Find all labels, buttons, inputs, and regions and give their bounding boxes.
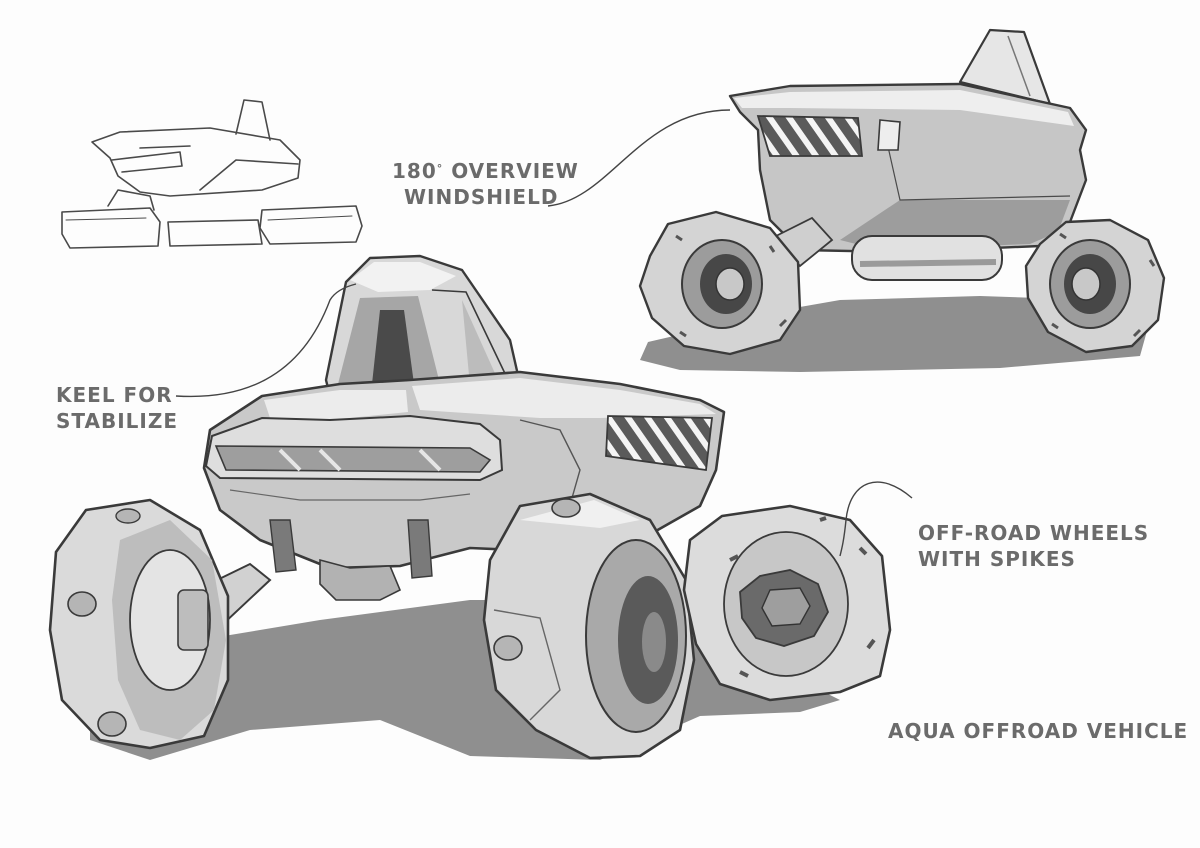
label-windshield-line2: WINDSHIELD	[404, 185, 559, 209]
label-wheels: OFF-ROAD WHEELS WITH SPIKES	[918, 520, 1149, 572]
thumbnail-sketch	[61, 99, 363, 249]
side-view-sketch	[638, 28, 1166, 372]
label-keel-line1: KEEL FOR	[56, 383, 173, 407]
leader-line-windshield	[547, 109, 731, 207]
main-view-keel	[324, 254, 522, 398]
side-view-wheel-left	[638, 210, 802, 356]
label-keel-line2: STABILIZE	[56, 409, 179, 433]
main-view-wheel-front	[482, 492, 696, 760]
leader-line-keel	[175, 283, 357, 398]
label-windshield-number: 180	[392, 159, 437, 183]
main-view-wheel-left	[48, 498, 230, 750]
label-wheels-line1: OFF-ROAD WHEELS	[918, 521, 1150, 545]
label-keel: KEEL FOR STABILIZE	[56, 382, 178, 434]
main-view-side-window	[605, 415, 714, 472]
main-view-sketch	[48, 254, 892, 760]
sketch-title: AQUA OFFROAD VEHICLE	[888, 719, 1189, 743]
side-view-pod	[851, 235, 1003, 281]
label-windshield-rest: OVERVIEW	[443, 159, 579, 183]
degree-symbol: °	[436, 162, 444, 175]
side-view-windshield	[756, 115, 863, 157]
label-wheels-line2: WITH SPIKES	[918, 547, 1076, 571]
side-view-wheel-right	[1024, 218, 1166, 354]
label-windshield: 180° OVERVIEW WINDSHIELD	[392, 158, 579, 210]
main-view-wheel-rear	[682, 504, 892, 702]
leader-line-wheels	[839, 481, 913, 557]
main-view-visor	[214, 445, 492, 473]
